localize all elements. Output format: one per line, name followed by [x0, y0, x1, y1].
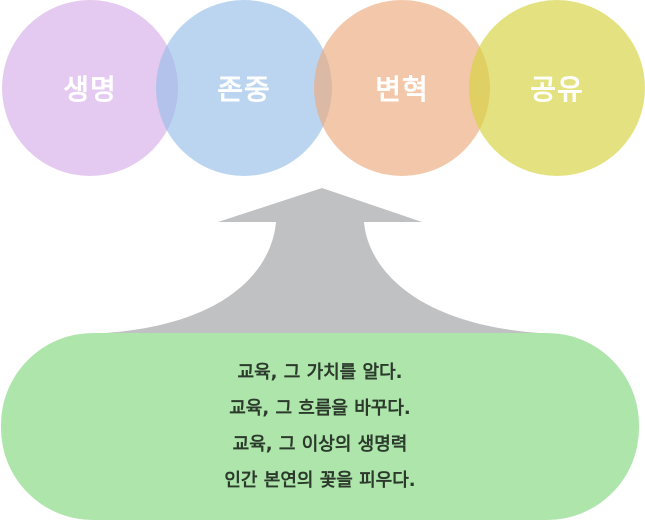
circle-label: 공유 — [530, 73, 584, 106]
message-line: 교육, 그 흐름을 바꾸다. — [229, 397, 411, 419]
circle-label: 변혁 — [375, 73, 429, 106]
value-circle-change: 변혁 — [314, 0, 490, 176]
message-line: 인간 본연의 꽃을 피우다. — [224, 469, 416, 491]
circle-label: 존중 — [217, 73, 271, 106]
message-line: 교육, 그 가치를 알다. — [237, 361, 403, 383]
message-box: 교육, 그 가치를 알다. 교육, 그 흐름을 바꾸다. 교육, 그 이상의 생… — [1, 333, 639, 520]
value-circle-life: 생명 — [2, 0, 178, 176]
value-circle-share: 공유 — [469, 0, 645, 176]
circle-label: 생명 — [63, 73, 117, 106]
value-circle-respect: 존중 — [156, 0, 332, 176]
message-line: 교육, 그 이상의 생명력 — [232, 433, 408, 455]
